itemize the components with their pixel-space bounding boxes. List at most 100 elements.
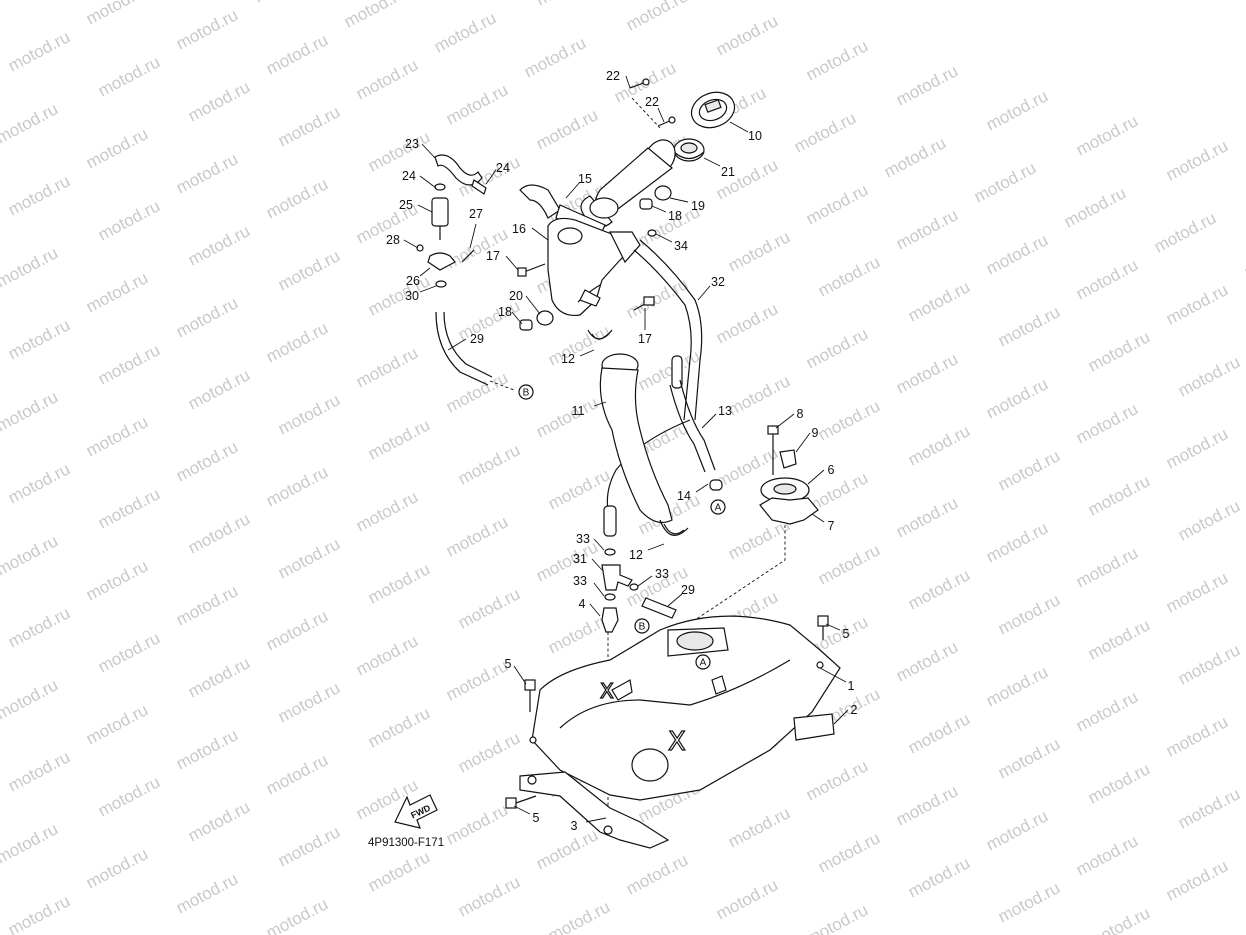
- watermark-text: motod.ru: [365, 127, 433, 175]
- callout-leader-c33b: [593, 582, 605, 597]
- watermark-text: motod.ru: [1073, 255, 1141, 303]
- watermark-text: motod.ru: [95, 628, 163, 676]
- watermark-text: motod.ru: [1151, 208, 1219, 256]
- callout-leader-c3: [585, 817, 607, 823]
- callout-label-c34: 34: [674, 239, 688, 253]
- watermark-text: motod.ru: [95, 52, 163, 100]
- watermark-text: motod.ru: [443, 656, 511, 704]
- watermark-text: motod.ru: [905, 709, 973, 757]
- watermark-text: motod.ru: [341, 0, 409, 32]
- callout-leader-c29b: [667, 593, 683, 607]
- callout-leader-c15: [565, 181, 581, 199]
- callout-label-c13: 13: [718, 404, 732, 418]
- diagram-code: 4P91300-F171: [368, 837, 444, 849]
- watermark-text: motod.ru: [95, 196, 163, 244]
- watermark-text: motod.ru: [995, 878, 1063, 926]
- callout-label-c10: 10: [748, 129, 762, 143]
- watermark-text: motod.ru: [1175, 352, 1243, 400]
- watermark-text: motod.ru: [713, 155, 781, 203]
- watermark-text: motod.ru: [365, 703, 433, 751]
- watermark-text: motod.ru: [623, 0, 691, 35]
- watermark-text: motod.ru: [263, 894, 331, 935]
- watermark-text: motod.ru: [995, 590, 1063, 638]
- callout-label-c12b: 12: [629, 548, 643, 562]
- callout-leader-c8: [775, 413, 795, 429]
- watermark-text: motod.ru: [905, 421, 973, 469]
- callout-leader-c7: [811, 513, 825, 523]
- watermark-text: motod.ru: [185, 797, 253, 845]
- watermark-text: motod.ru: [983, 230, 1051, 278]
- watermark-text: motod.ru: [1175, 640, 1243, 688]
- callout-label-c8: 8: [797, 407, 804, 421]
- callout-leader-c22a: [625, 75, 631, 89]
- watermark-text: motod.ru: [83, 556, 151, 604]
- callout-leader-c5b: [513, 805, 531, 815]
- callout-leader-c34: [655, 233, 673, 243]
- watermark-text: motod.ru: [983, 806, 1051, 854]
- part-5-bolts: [505, 615, 829, 809]
- watermark-text: motod.ru: [995, 446, 1063, 494]
- callout-leader-c12b: [647, 543, 665, 551]
- watermark-text: motod.ru: [881, 133, 949, 181]
- callout-label-c19: 19: [691, 199, 705, 213]
- callout-leader-c16: [531, 227, 549, 241]
- callout-label-c9: 9: [812, 426, 819, 440]
- watermark-text: motod.ru: [443, 80, 511, 128]
- watermark-text: motod.ru: [1085, 327, 1153, 375]
- callout-label-c24b: 24: [496, 161, 510, 175]
- watermark-text: motod.ru: [1085, 615, 1153, 663]
- watermark-text: motod.ru: [95, 484, 163, 532]
- watermark-text: motod.ru: [635, 346, 703, 394]
- callout-label-c27: 27: [469, 207, 483, 221]
- watermark-text: motod.ru: [0, 0, 61, 4]
- watermark-text: motod.ru: [0, 819, 61, 867]
- callout-label-c5c: 5: [843, 627, 850, 641]
- watermark-text: motod.ru: [455, 440, 523, 488]
- callout-label-c33b: 33: [573, 574, 587, 588]
- watermark-text: motod.ru: [545, 897, 613, 935]
- watermark-text: motod.ru: [1241, 233, 1246, 281]
- callout-leader-c24a: [419, 175, 437, 189]
- watermark-text: motod.ru: [713, 299, 781, 347]
- watermark-text: motod.ru: [353, 487, 421, 535]
- watermark-text: motod.ru: [443, 800, 511, 848]
- part-17-20-18-lower: [517, 263, 655, 331]
- callout-leader-c31: [591, 558, 603, 571]
- watermark-text: motod.ru: [353, 631, 421, 679]
- callout-label-c18a: 18: [498, 305, 512, 319]
- watermark-text: motod.ru: [83, 0, 151, 29]
- watermark-text: motod.ru: [815, 252, 883, 300]
- watermark-text: motod.ru: [5, 315, 73, 363]
- callout-label-c1: 1: [848, 679, 855, 693]
- watermark-text: motod.ru: [5, 603, 73, 651]
- watermark-text: motod.ru: [5, 747, 73, 795]
- callout-leader-c5c: [825, 623, 841, 631]
- watermark-text: motod.ru: [815, 540, 883, 588]
- svg-text:B: B: [523, 388, 530, 399]
- callout-label-c2: 2: [851, 703, 858, 717]
- watermark-text: motod.ru: [275, 390, 343, 438]
- watermark-text: motod.ru: [1163, 280, 1231, 328]
- watermark-text: motod.ru: [623, 850, 691, 898]
- part-12-clamps: [587, 329, 689, 536]
- watermark-text: motod.ru: [803, 756, 871, 804]
- callout-leader-c26: [419, 267, 431, 277]
- watermark-text: motod.ru: [1073, 111, 1141, 159]
- callout-label-c14: 14: [677, 489, 691, 503]
- watermark-text: motod.ru: [83, 268, 151, 316]
- watermark-text: motod.ru: [1061, 183, 1129, 231]
- callout-label-c32: 32: [711, 275, 725, 289]
- watermark-text: motod.ru: [713, 875, 781, 923]
- watermark-text: motod.ru: [275, 822, 343, 870]
- callout-leader-c24b: [485, 169, 497, 185]
- watermark-text: motod.ru: [185, 221, 253, 269]
- svg-text:A: A: [700, 658, 707, 669]
- watermark-text: motod.ru: [725, 227, 793, 275]
- part-10-fuel-cap: [690, 91, 736, 129]
- callout-leader-c13: [701, 413, 717, 429]
- watermark-text: motod.ru: [173, 437, 241, 485]
- callout-label-c3: 3: [571, 819, 578, 833]
- watermark-text: motod.ru: [275, 678, 343, 726]
